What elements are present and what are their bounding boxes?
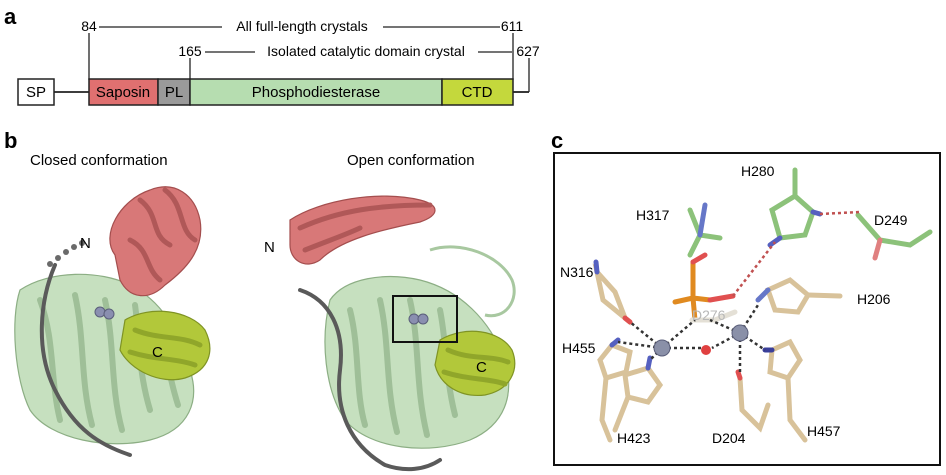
closed-zinc-ion-2 [104, 309, 114, 319]
range-catalytic-label: Isolated catalytic domain crystal [267, 43, 465, 59]
range-full-length-label: All full-length crystals [236, 18, 368, 34]
residue-h206: H206 [857, 291, 891, 307]
residue-d204: D204 [712, 430, 746, 446]
closed-n-terminus: N [80, 235, 91, 252]
closed-conformation: Closed conformation N C [15, 152, 210, 455]
domain-saposin-label: Saposin [96, 84, 150, 101]
open-zinc-ion-2 [418, 314, 428, 324]
domain-phosphodiesterase-label: Phosphodiesterase [252, 84, 380, 101]
closed-c-terminus: C [152, 344, 163, 361]
residue-d249: D249 [874, 212, 908, 228]
pos-611: 611 [501, 18, 524, 34]
domain-pl-label: PL [165, 84, 183, 101]
open-c-terminus: C [476, 359, 487, 376]
panel-c-label: c [551, 128, 563, 153]
residue-h423: H423 [617, 430, 651, 446]
closed-zinc-ion-1 [95, 307, 105, 317]
residue-h280: H280 [741, 163, 775, 179]
domain-bar: SP Saposin PL Phosphodiesterase CTD [18, 79, 529, 105]
pos-627: 627 [516, 43, 540, 59]
pos-165: 165 [178, 43, 202, 59]
residue-n316: N316 [560, 264, 594, 280]
panel-c: c [551, 128, 940, 465]
residue-d276: D276 [692, 307, 726, 323]
panel-b-label: b [4, 128, 17, 153]
residue-h457: H457 [807, 423, 841, 439]
domain-ctd-label: CTD [462, 84, 493, 101]
panel-b: b Closed conformation N C [4, 128, 515, 469]
residue-h317: H317 [636, 207, 670, 223]
pos-84: 84 [81, 18, 97, 34]
domain-sp-label: SP [26, 84, 46, 101]
closed-title: Closed conformation [30, 152, 168, 169]
open-n-terminus: N [264, 239, 275, 256]
residue-h455: H455 [562, 340, 596, 356]
zinc-ion-1 [654, 340, 670, 356]
closed-saposin-domain [110, 187, 201, 296]
panel-a: a 84 All full-length crystals 611 165 Is… [4, 4, 540, 105]
panel-a-label: a [4, 4, 17, 29]
zinc-ion-2 [732, 325, 748, 341]
water-molecule [701, 345, 711, 355]
open-conformation: Open conformation N C [264, 152, 515, 469]
open-title: Open conformation [347, 152, 475, 169]
